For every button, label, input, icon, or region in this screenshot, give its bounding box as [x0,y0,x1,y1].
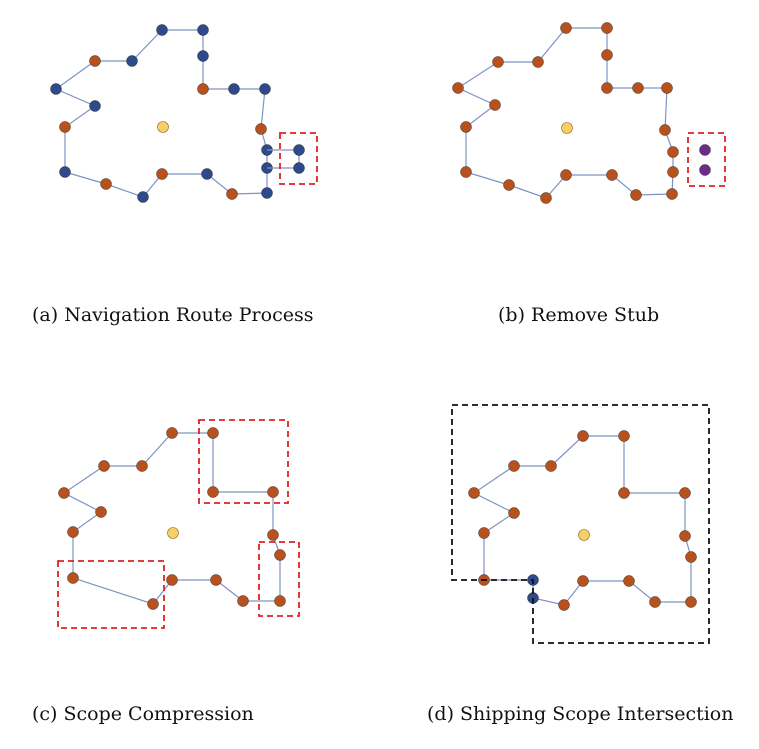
route-node-orange [207,486,219,498]
route-node-orange [667,166,679,178]
caption-scope-compression: (c) Scope Compression [32,703,254,725]
compression-box-right [258,541,300,617]
route-node-blue [59,166,71,178]
caption-shipping-scope-intersection: (d) Shipping Scope Intersection [427,703,734,725]
route-node-orange [267,486,279,498]
route-node-orange [210,574,222,586]
route-node-blue [261,187,273,199]
route-node-orange [98,460,110,472]
route-node-orange [649,596,661,608]
stub-line-a [267,149,300,169]
route-node-orange [89,55,101,67]
route-node-orange [532,56,544,68]
route-node-orange [560,22,572,34]
route-node-orange [685,596,697,608]
route-node-orange [452,82,464,94]
removed-stub-node [699,144,711,156]
route-node-orange [601,49,613,61]
route-node-blue [156,24,168,36]
route-node-blue [137,191,149,203]
route-node-orange [166,427,178,439]
route-node-orange [540,192,552,204]
route-node-blue [197,24,209,36]
route-node-orange [255,123,267,135]
stub-node [293,144,305,156]
route-node-blue [89,100,101,112]
route-line-a [54,29,268,198]
center-point [157,121,169,133]
route-node-orange [267,529,279,541]
route-node-blue [126,55,138,67]
route-node-orange [685,551,697,563]
route-node-orange [489,99,501,111]
compression-box-left [57,560,165,629]
route-node-orange [503,179,515,191]
stub-node [293,162,305,174]
route-node-orange [274,595,286,607]
route-node-orange [237,595,249,607]
compression-box-top [198,419,289,504]
stub-highlight-box [279,132,318,185]
route-node-orange [207,427,219,439]
route-node-orange [59,121,71,133]
route-node-orange [147,598,159,610]
removed-stub-box [687,132,726,187]
route-line-c [62,432,281,605]
route-node-orange [67,526,79,538]
route-node-orange [618,487,630,499]
route-node-orange [632,82,644,94]
route-node-orange [508,507,520,519]
route-node-orange [460,121,472,133]
route-node-orange [577,575,589,587]
route-node-orange [508,460,520,472]
route-node-blue [259,83,271,95]
route-node-orange [606,169,618,181]
caption-remove-stub: (b) Remove Stub [498,304,660,326]
route-line-d [472,435,692,606]
route-node-orange [558,599,570,611]
route-node-orange [560,169,572,181]
route-node-orange [661,82,673,94]
route-node-orange [545,460,557,472]
route-node-orange [679,530,691,542]
route-node-orange [460,166,472,178]
route-line-b [456,27,674,199]
route-node-orange [630,189,642,201]
route-node-blue [228,83,240,95]
route-node-orange [226,188,238,200]
center-point [561,122,573,134]
center-point [578,529,590,541]
shipping-scope-boundary [451,404,710,644]
route-node-orange [601,22,613,34]
route-node-orange [478,527,490,539]
route-node-blue [50,83,62,95]
route-node-orange [667,146,679,158]
route-node-orange [618,430,630,442]
caption-navigation-route-process: (a) Navigation Route Process [32,304,314,326]
route-node-orange [659,124,671,136]
route-node-orange [58,487,70,499]
route-node-orange [166,574,178,586]
route-node-blue [201,168,213,180]
route-node-orange [679,487,691,499]
route-node-orange [136,460,148,472]
route-node-orange [197,83,209,95]
route-node-orange [492,56,504,68]
route-node-orange [95,506,107,518]
route-node-orange [67,572,79,584]
route-node-orange [666,188,678,200]
route-node-orange [274,549,286,561]
route-node-orange [623,575,635,587]
route-node-orange [577,430,589,442]
route-node-orange [100,178,112,190]
route-node-orange [601,82,613,94]
removed-stub-node [699,164,711,176]
route-node-orange [468,487,480,499]
center-point [167,527,179,539]
route-node-blue [197,50,209,62]
route-node-orange [156,168,168,180]
